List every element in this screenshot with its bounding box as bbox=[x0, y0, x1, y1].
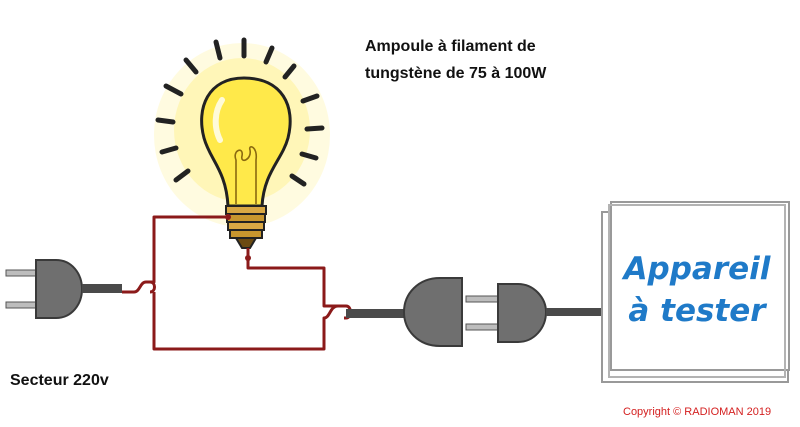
contact-points bbox=[225, 214, 251, 261]
socket-icon bbox=[346, 277, 463, 347]
light-bulb-icon bbox=[200, 76, 292, 249]
bulb-description-line2: tungstène de 75 à 100W bbox=[365, 65, 547, 82]
device-box bbox=[601, 201, 790, 383]
device-label-line2: à tester bbox=[628, 293, 766, 329]
mains-label: Secteur 220v bbox=[10, 372, 109, 389]
copyright-notice: Copyright © RADIOMAN 2019 bbox=[623, 406, 772, 418]
bulb-description: Ampoule à filament de tungstène de 75 à … bbox=[365, 33, 546, 87]
light-rays-icon bbox=[155, 37, 325, 187]
device-plug-icon bbox=[465, 283, 602, 343]
bulb-description-line1: Ampoule à filament de bbox=[365, 38, 536, 55]
device-label: Appareil à tester bbox=[613, 248, 781, 332]
device-label-line1: Appareil bbox=[623, 251, 771, 287]
mains-plug-icon bbox=[5, 259, 122, 319]
